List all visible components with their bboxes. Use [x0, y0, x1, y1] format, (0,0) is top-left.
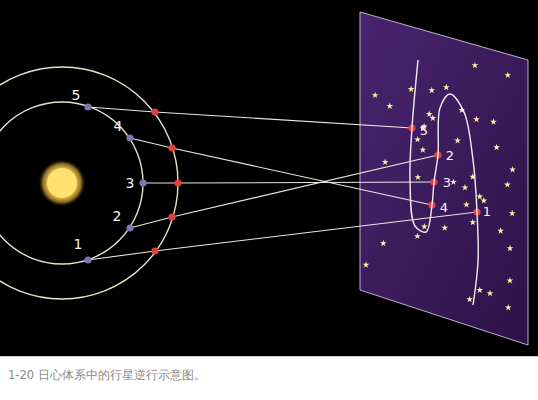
star — [469, 219, 476, 225]
star — [504, 181, 511, 187]
star — [380, 240, 387, 246]
position-number: 3 — [443, 176, 451, 189]
star — [363, 261, 370, 267]
planet-dot — [168, 213, 175, 220]
position-number: 1 — [74, 237, 83, 251]
sun-glow — [38, 159, 86, 207]
sight-line — [143, 182, 434, 183]
star — [473, 116, 480, 122]
position-number: 3 — [126, 176, 135, 190]
star — [382, 159, 389, 165]
star — [466, 296, 473, 302]
star — [463, 201, 470, 207]
position-number: 5 — [72, 88, 81, 102]
star — [476, 193, 483, 199]
star — [421, 223, 428, 229]
star — [509, 166, 516, 172]
star — [507, 277, 514, 283]
sight-line — [130, 138, 432, 205]
star — [507, 245, 514, 251]
star-sky-panel — [360, 12, 528, 345]
star — [497, 227, 504, 233]
planet-dot — [174, 179, 181, 186]
sun — [47, 168, 77, 198]
earth-dot — [139, 179, 146, 186]
star — [443, 84, 450, 90]
stars — [363, 62, 516, 311]
caption-rule — [0, 356, 538, 357]
star — [386, 103, 393, 109]
star — [441, 224, 448, 230]
position-number: 2 — [113, 209, 122, 223]
planet-dot — [168, 144, 175, 151]
star — [419, 146, 426, 152]
star — [472, 62, 479, 68]
sight-line — [130, 155, 438, 228]
star — [487, 290, 494, 296]
star — [509, 210, 516, 216]
earth-dot — [126, 224, 133, 231]
caption: 1-20 日心体系中的行星逆行示意图。 — [8, 369, 206, 383]
position-number: 5 — [420, 124, 428, 137]
night-ground — [0, 0, 538, 356]
star — [504, 72, 511, 78]
star — [490, 118, 497, 124]
position-number: 4 — [440, 201, 448, 214]
star — [505, 304, 512, 310]
star — [426, 111, 433, 117]
star — [408, 86, 415, 92]
planet-dot — [151, 247, 158, 254]
sight-lines — [88, 107, 477, 260]
star — [414, 233, 421, 239]
star — [415, 174, 422, 180]
earth-orbit — [0, 102, 143, 264]
star — [372, 92, 379, 98]
position-number: 1 — [483, 205, 491, 218]
star — [428, 87, 435, 93]
position-number: 2 — [446, 149, 454, 162]
star — [454, 137, 461, 143]
sight-line — [88, 107, 412, 128]
earth-dot — [126, 134, 133, 141]
earth-dot — [84, 103, 91, 110]
apparent-path — [410, 60, 478, 305]
star — [493, 144, 500, 150]
star — [462, 184, 469, 190]
sight-line — [88, 212, 477, 260]
star — [476, 287, 483, 293]
planet-dot — [151, 108, 158, 115]
star — [414, 136, 421, 142]
position-dots — [84, 103, 480, 263]
earth-dot — [84, 256, 91, 263]
star — [480, 197, 487, 203]
position-number: 4 — [114, 119, 123, 133]
